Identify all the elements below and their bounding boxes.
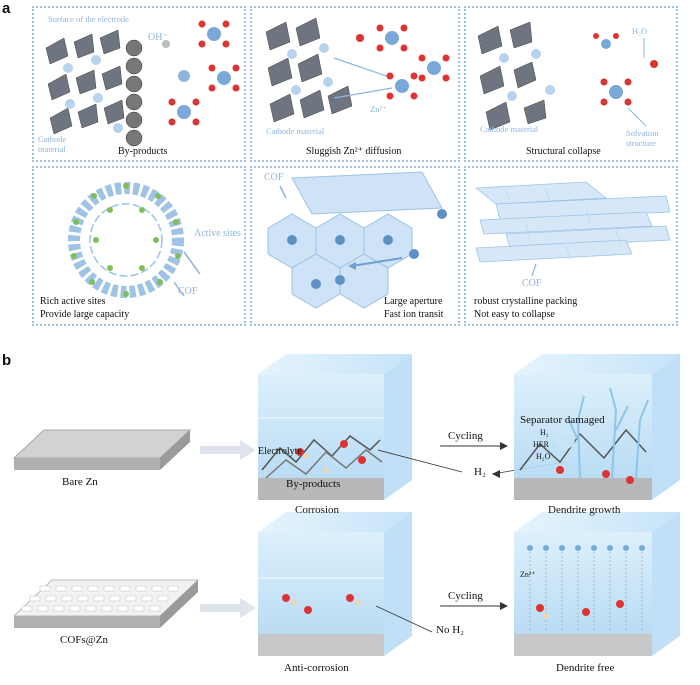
label-h2o: H₂O [632,26,648,36]
label-solvation: Solvation structure [626,128,659,148]
label-cof-1: COF [178,286,198,297]
label-cathode-2: Cathode material [266,126,325,136]
caption-robust-1: robust crystalline packing [474,296,578,307]
caption-robust-2: Not easy to collapse [474,309,555,320]
label-zn2-b: Zn²⁺ [520,570,536,579]
label-cathode-3: Cathode material [480,124,539,134]
cell-structural-collapse: H₂O Cathode material Solvation structure… [464,6,678,162]
bare-zn-slab [12,429,192,470]
label-electrode-surface: Surface of the electrode [48,14,129,24]
label-dendrite-growth: Dendrite growth [548,504,621,516]
label-h2-small: H₂ [540,428,549,437]
arrow-row2-1 [200,598,256,618]
caption-collapse: Structural collapse [526,146,601,157]
label-active-sites: Active sites [194,228,241,239]
cell-active-sites: Active sites COF Rich active sites Provi… [32,166,246,326]
cell-byproducts: Surface of the electrode OH⁻ Cathode mat… [32,6,246,162]
solvation-cluster-icon [198,20,230,48]
cell-robust-packing: COF robust crystalline packing Not easy … [464,166,678,326]
cof-ring-illustration [68,182,201,298]
caption-rich-1: Rich active sites [40,296,106,307]
label-oh: OH⁻ [148,32,168,43]
label-h2o-small: H₂O [536,452,551,461]
caption-aperture-2: Fast ion transit [384,309,444,320]
label-her: HER [533,440,549,449]
caption-byproducts: By-products [118,146,168,157]
cathode-electrode-illustration [45,20,240,147]
caption-sluggish: Sluggish Zn²⁺ diffusion [306,146,402,157]
label-anti-corrosion: Anti-corrosion [284,662,349,674]
label-no-h2: No H₂ [436,624,464,636]
cof-stack-illustration [474,181,671,277]
label-cofs-zn: COFs@Zn [60,634,109,646]
box-dendrite-free [514,512,680,656]
arrow-row2-2 [375,602,508,633]
box-corrosion [258,354,412,500]
label-byproducts-b: By-products [286,478,341,490]
label-cathode: Cathode material [38,134,67,154]
cell-large-aperture: COF Large aperture Fast ion transit [250,166,460,326]
box-dendrite-growth [514,354,680,500]
label-electrolyte: Electrolyte [258,446,302,457]
cof-channel-illustration [267,171,447,309]
panel-a-label: a [2,0,11,17]
label-bare-zn: Bare Zn [62,476,98,488]
label-dendrite-free: Dendrite free [556,662,615,674]
diffusion-illustration [265,17,450,123]
arrow-row1-1 [200,440,256,460]
label-h2-gas: H₂ [474,466,486,478]
cell-sluggish-diffusion: Cathode material Zn²⁺ Sluggish Zn²⁺ diff… [250,6,460,162]
caption-aperture-1: Large aperture [384,296,443,307]
panel-b-label: b [2,352,12,369]
caption-rich-2: Provide large capacity [40,309,130,320]
label-cycling-1: Cycling [448,430,483,442]
box-anti-corrosion [258,512,412,656]
label-separator-damaged: Separator damaged [520,414,605,426]
label-cof-3: COF [522,278,542,289]
label-cof-2: COF [264,172,284,183]
label-cycling-2: Cycling [448,590,483,602]
cof-zn-slab [12,579,200,628]
label-zn2: Zn²⁺ [370,104,387,114]
label-corrosion: Corrosion [295,504,339,516]
collapse-illustration [477,21,658,131]
